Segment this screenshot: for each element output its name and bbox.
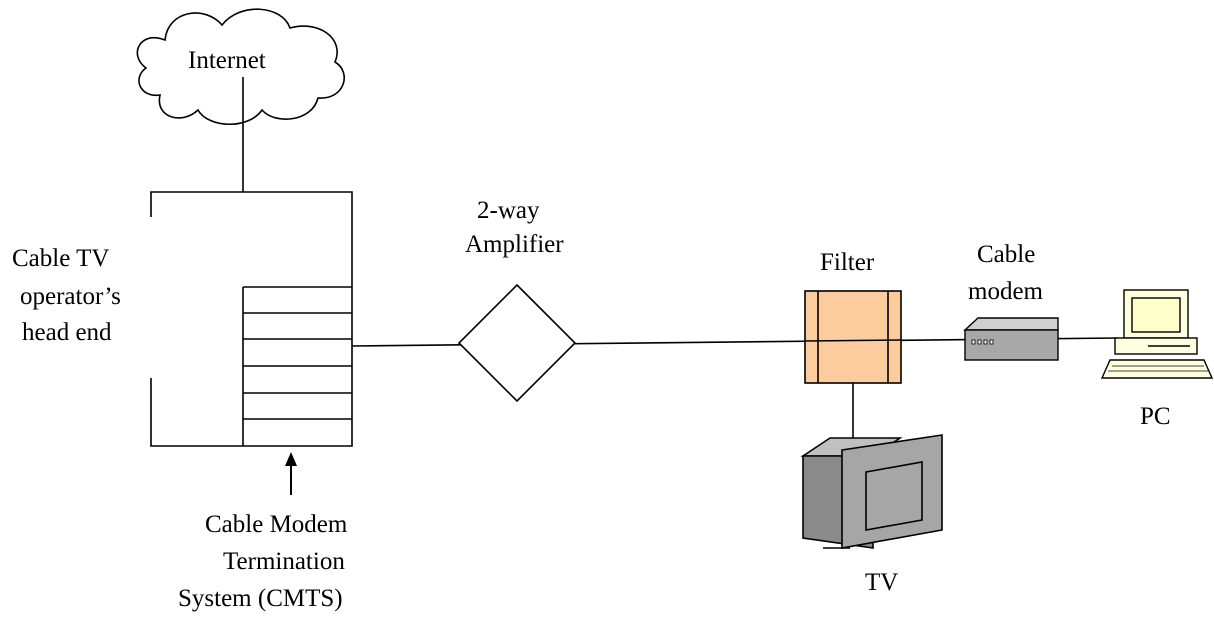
headend-label-line3: head end <box>22 319 112 346</box>
pc-label: PC <box>1140 403 1171 430</box>
filter-label: Filter <box>820 249 875 276</box>
modem-icon <box>963 317 1059 361</box>
tv-icon <box>800 434 943 549</box>
cable-modem-label-line2: modem <box>968 278 1044 305</box>
cable-modem: Cable modem <box>963 241 1059 361</box>
cmts-label-line2: Termination <box>223 548 345 575</box>
headend-label: Cable TV operator’s head end <box>12 245 121 346</box>
amplifier-label-line2: Amplifier <box>465 231 564 258</box>
headend-enclosure <box>150 191 353 447</box>
amplifier-label-line1: 2-way <box>477 197 540 224</box>
filter: Filter <box>804 249 902 384</box>
arrow-up-icon <box>285 452 297 495</box>
internet-label: Internet <box>188 47 266 74</box>
cmts-label-line3: System (CMTS) <box>178 585 343 612</box>
filter-icon <box>804 290 902 384</box>
headend-label-line1: Cable TV <box>12 245 109 272</box>
tv: TV <box>800 434 943 596</box>
amplifier: 2-way Amplifier <box>457 197 577 403</box>
headend-label-line2: operator’s <box>20 283 121 310</box>
pc-icon <box>1100 289 1214 379</box>
cmts-label: Cable Modem Termination System (CMTS) <box>178 511 348 612</box>
cable-modem-label-line1: Cable <box>977 241 1035 268</box>
pc: PC <box>1100 289 1214 430</box>
tv-label: TV <box>865 569 898 596</box>
cmts-label-line1: Cable Modem <box>205 511 348 538</box>
diamond-icon <box>457 283 577 403</box>
internet-cloud: Internet <box>136 8 345 126</box>
cmts-rack <box>242 286 352 446</box>
cloud-icon <box>136 8 345 126</box>
